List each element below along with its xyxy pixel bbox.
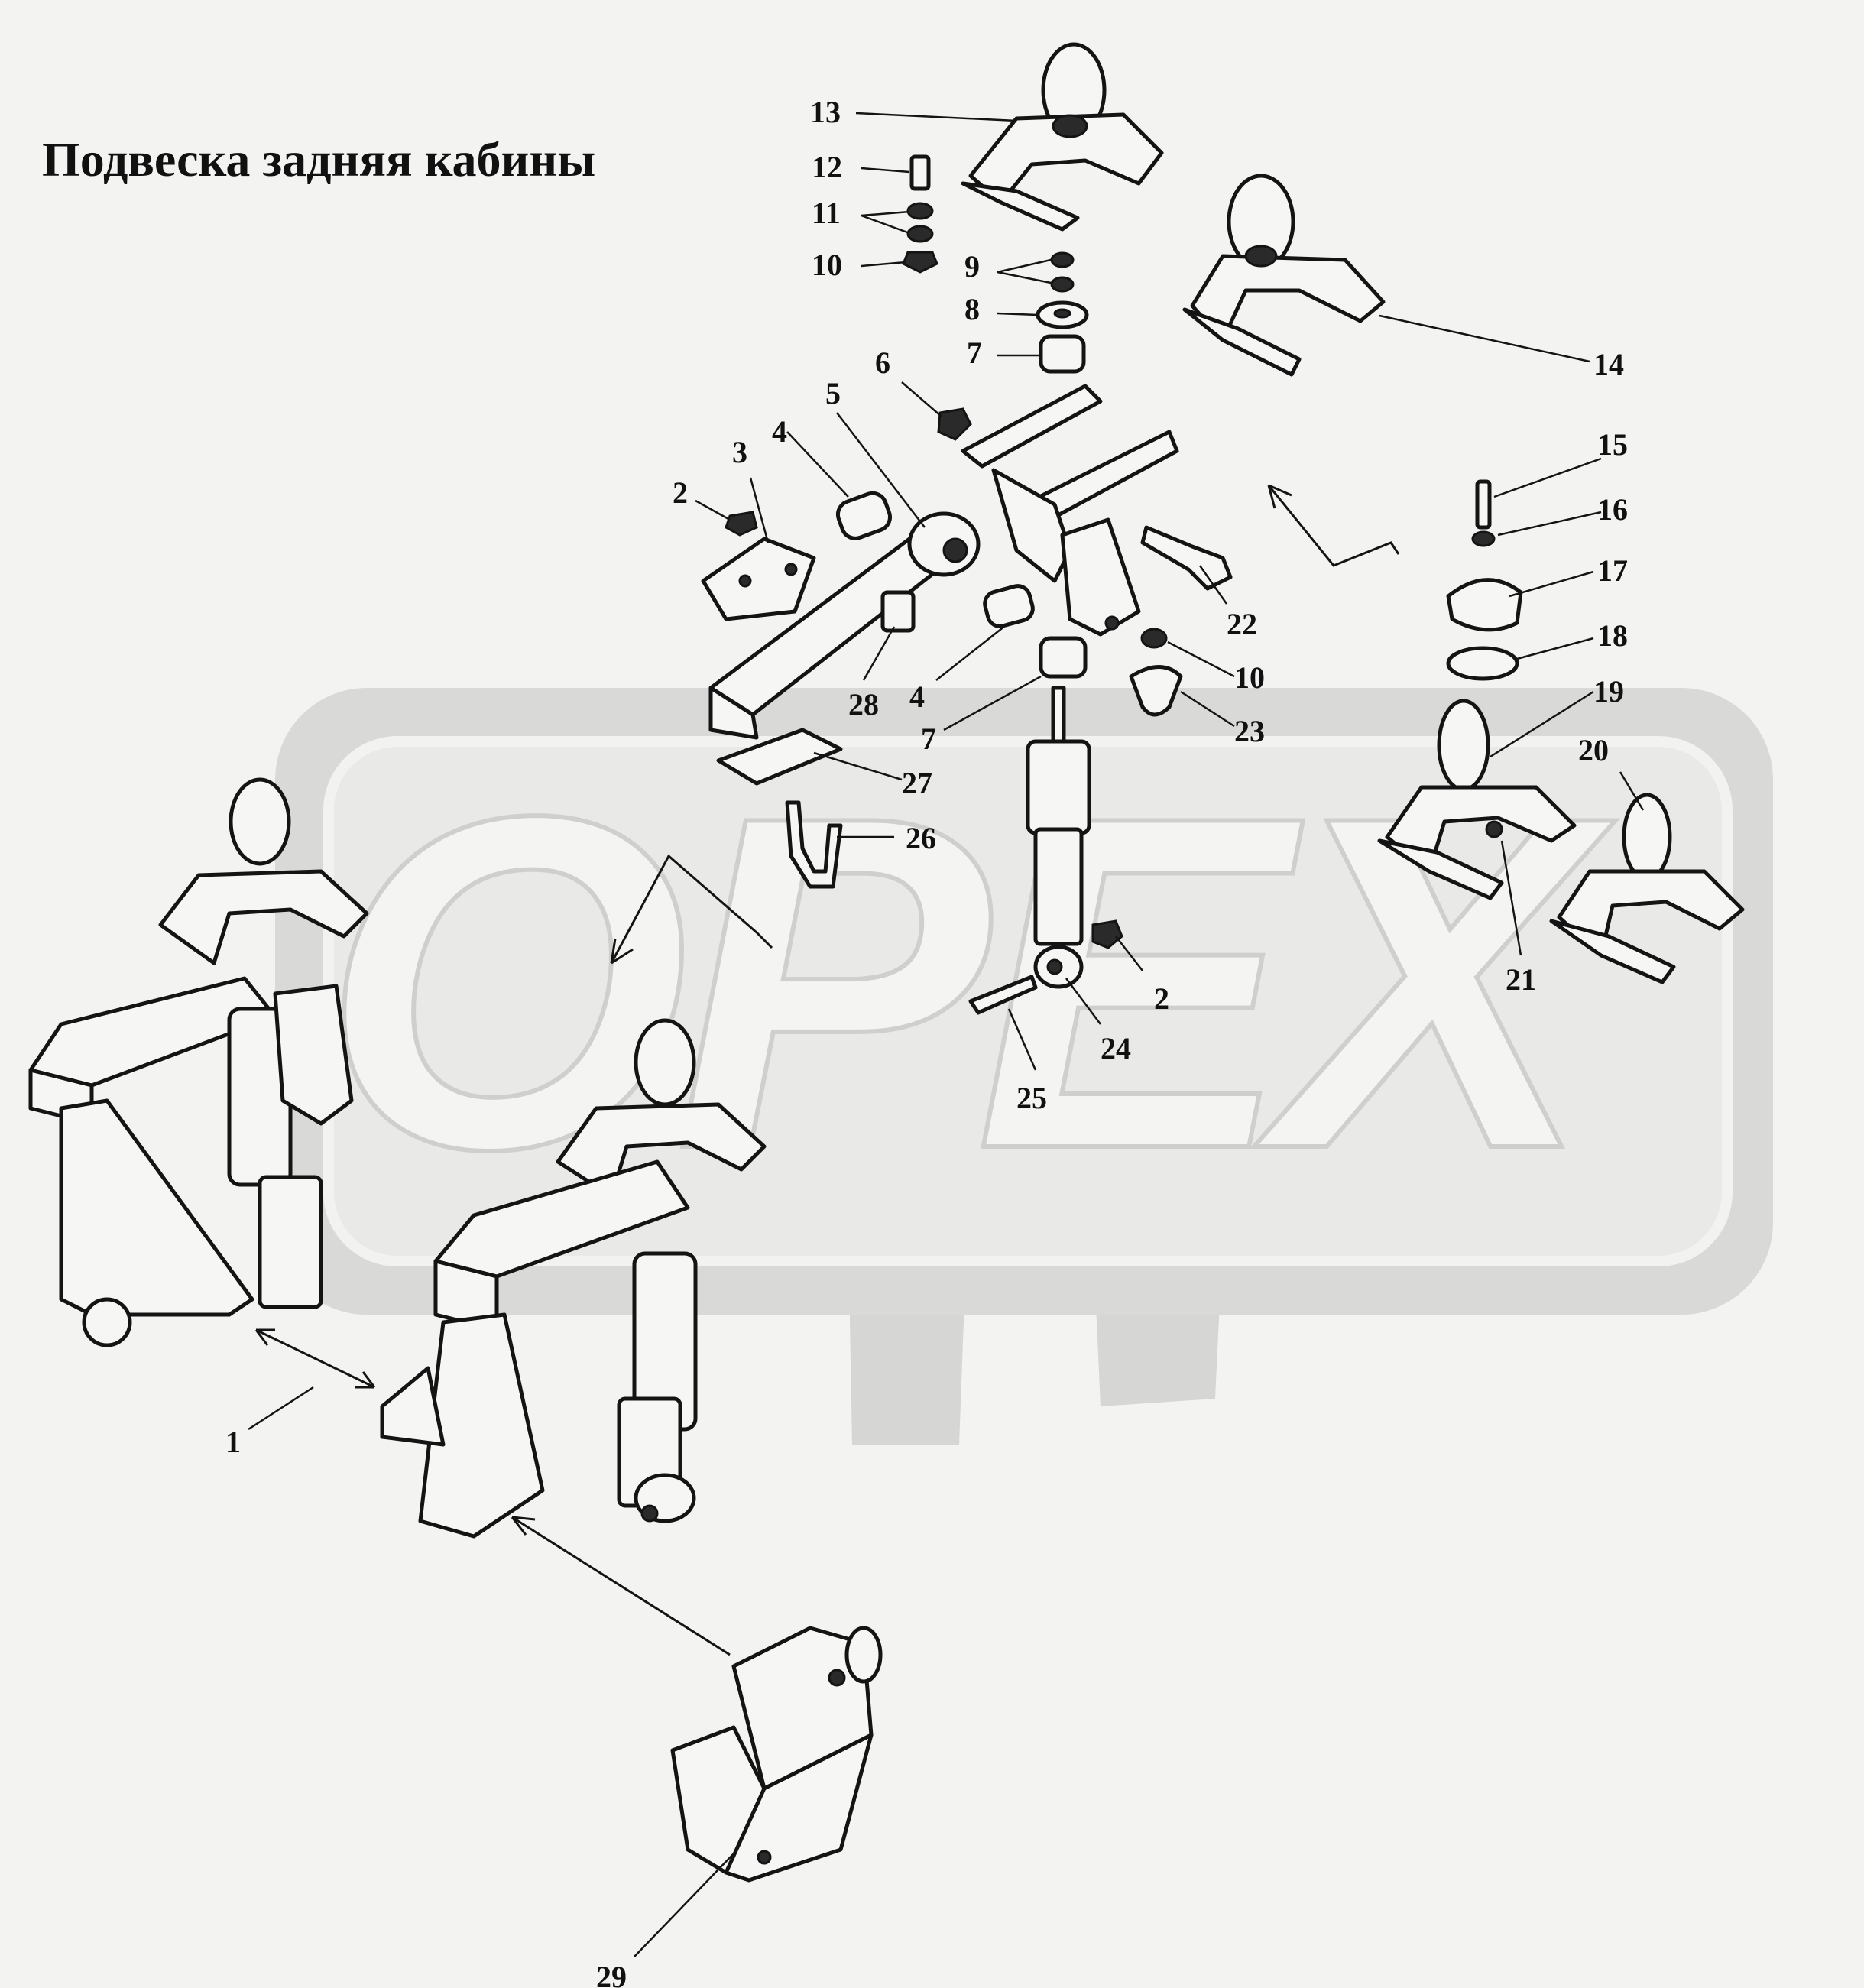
callout-28: 28 — [848, 687, 879, 722]
callout-4: 4 — [772, 414, 787, 449]
callout-3: 3 — [732, 435, 747, 469]
diagram-title: Подвеска задняя кабины — [42, 132, 595, 186]
central-bracket — [961, 384, 1179, 637]
part-3-plate — [701, 511, 816, 621]
part-1-left-assembly — [28, 777, 369, 1347]
part-2-nut — [1091, 919, 1123, 949]
part-22-bolt — [1140, 525, 1233, 591]
callout-17: 17 — [1597, 553, 1628, 588]
callout-7b: 7 — [921, 722, 936, 756]
stack-7-9 — [1036, 251, 1089, 374]
callout-4b: 4 — [909, 679, 925, 714]
callout-5: 5 — [825, 376, 841, 410]
callout-23: 23 — [1234, 714, 1265, 748]
fasteners-10-12 — [902, 154, 938, 274]
callout-26: 26 — [906, 821, 936, 855]
callout-7: 7 — [967, 336, 982, 370]
callout-22: 22 — [1227, 607, 1257, 641]
part-5-leaf-spring — [708, 511, 981, 740]
part-28-clip — [880, 590, 916, 633]
callout-24: 24 — [1101, 1031, 1131, 1065]
callout-6: 6 — [875, 345, 890, 380]
callout-20: 20 — [1578, 733, 1609, 767]
part-7-bushing — [1039, 636, 1088, 679]
part-1-center-assembly — [380, 1018, 767, 1539]
callout-10: 10 — [812, 248, 842, 282]
part-23-bump-stop — [1129, 665, 1183, 717]
callout-2: 2 — [673, 475, 688, 510]
callout-18: 18 — [1597, 618, 1628, 653]
callout-15: 15 — [1597, 427, 1628, 462]
part-20-mount-bracket — [1549, 793, 1745, 984]
callout-2b: 2 — [1154, 981, 1169, 1016]
callout-8: 8 — [964, 292, 980, 326]
part-13-mount-bracket — [961, 42, 1164, 232]
callout-14: 14 — [1593, 347, 1624, 381]
callout-11: 11 — [812, 196, 841, 230]
callout-21: 21 — [1506, 962, 1536, 997]
part-4-bushing — [835, 491, 892, 540]
callout-25: 25 — [1016, 1081, 1047, 1115]
callout-27: 27 — [902, 766, 932, 800]
callout-13: 13 — [810, 95, 841, 129]
part-29-bracket — [670, 1626, 883, 1883]
callout-1: 1 — [225, 1425, 241, 1459]
callout-12: 12 — [812, 150, 842, 184]
callout-10b: 10 — [1234, 660, 1265, 695]
leader-lines — [248, 112, 1645, 1957]
callout-16: 16 — [1597, 492, 1628, 527]
part-19-mount-bracket — [1377, 699, 1577, 900]
part-16-washer — [1471, 530, 1496, 547]
part-10-nut — [1140, 628, 1168, 649]
callout-labels: 13 12 11 10 9 8 7 14 6 5 4 3 2 15 16 17 … — [225, 95, 1628, 1988]
part-25-bolt — [968, 975, 1038, 1015]
part-27-plate — [716, 728, 843, 786]
part-26-u-bolt — [785, 800, 843, 889]
callout-29: 29 — [596, 1960, 627, 1988]
part-4-bushing-lower — [983, 584, 1035, 628]
callout-19: 19 — [1593, 674, 1624, 709]
assembly-arrows — [254, 484, 1400, 1656]
part-17-cushion — [1446, 578, 1523, 632]
part-6-nut — [937, 407, 972, 441]
part-18-washer — [1446, 646, 1519, 681]
part-14-mount-bracket — [1182, 174, 1386, 377]
part-24-shock-absorber — [1026, 686, 1091, 989]
callout-9: 9 — [964, 249, 980, 284]
part-15-bolt — [1475, 479, 1492, 530]
